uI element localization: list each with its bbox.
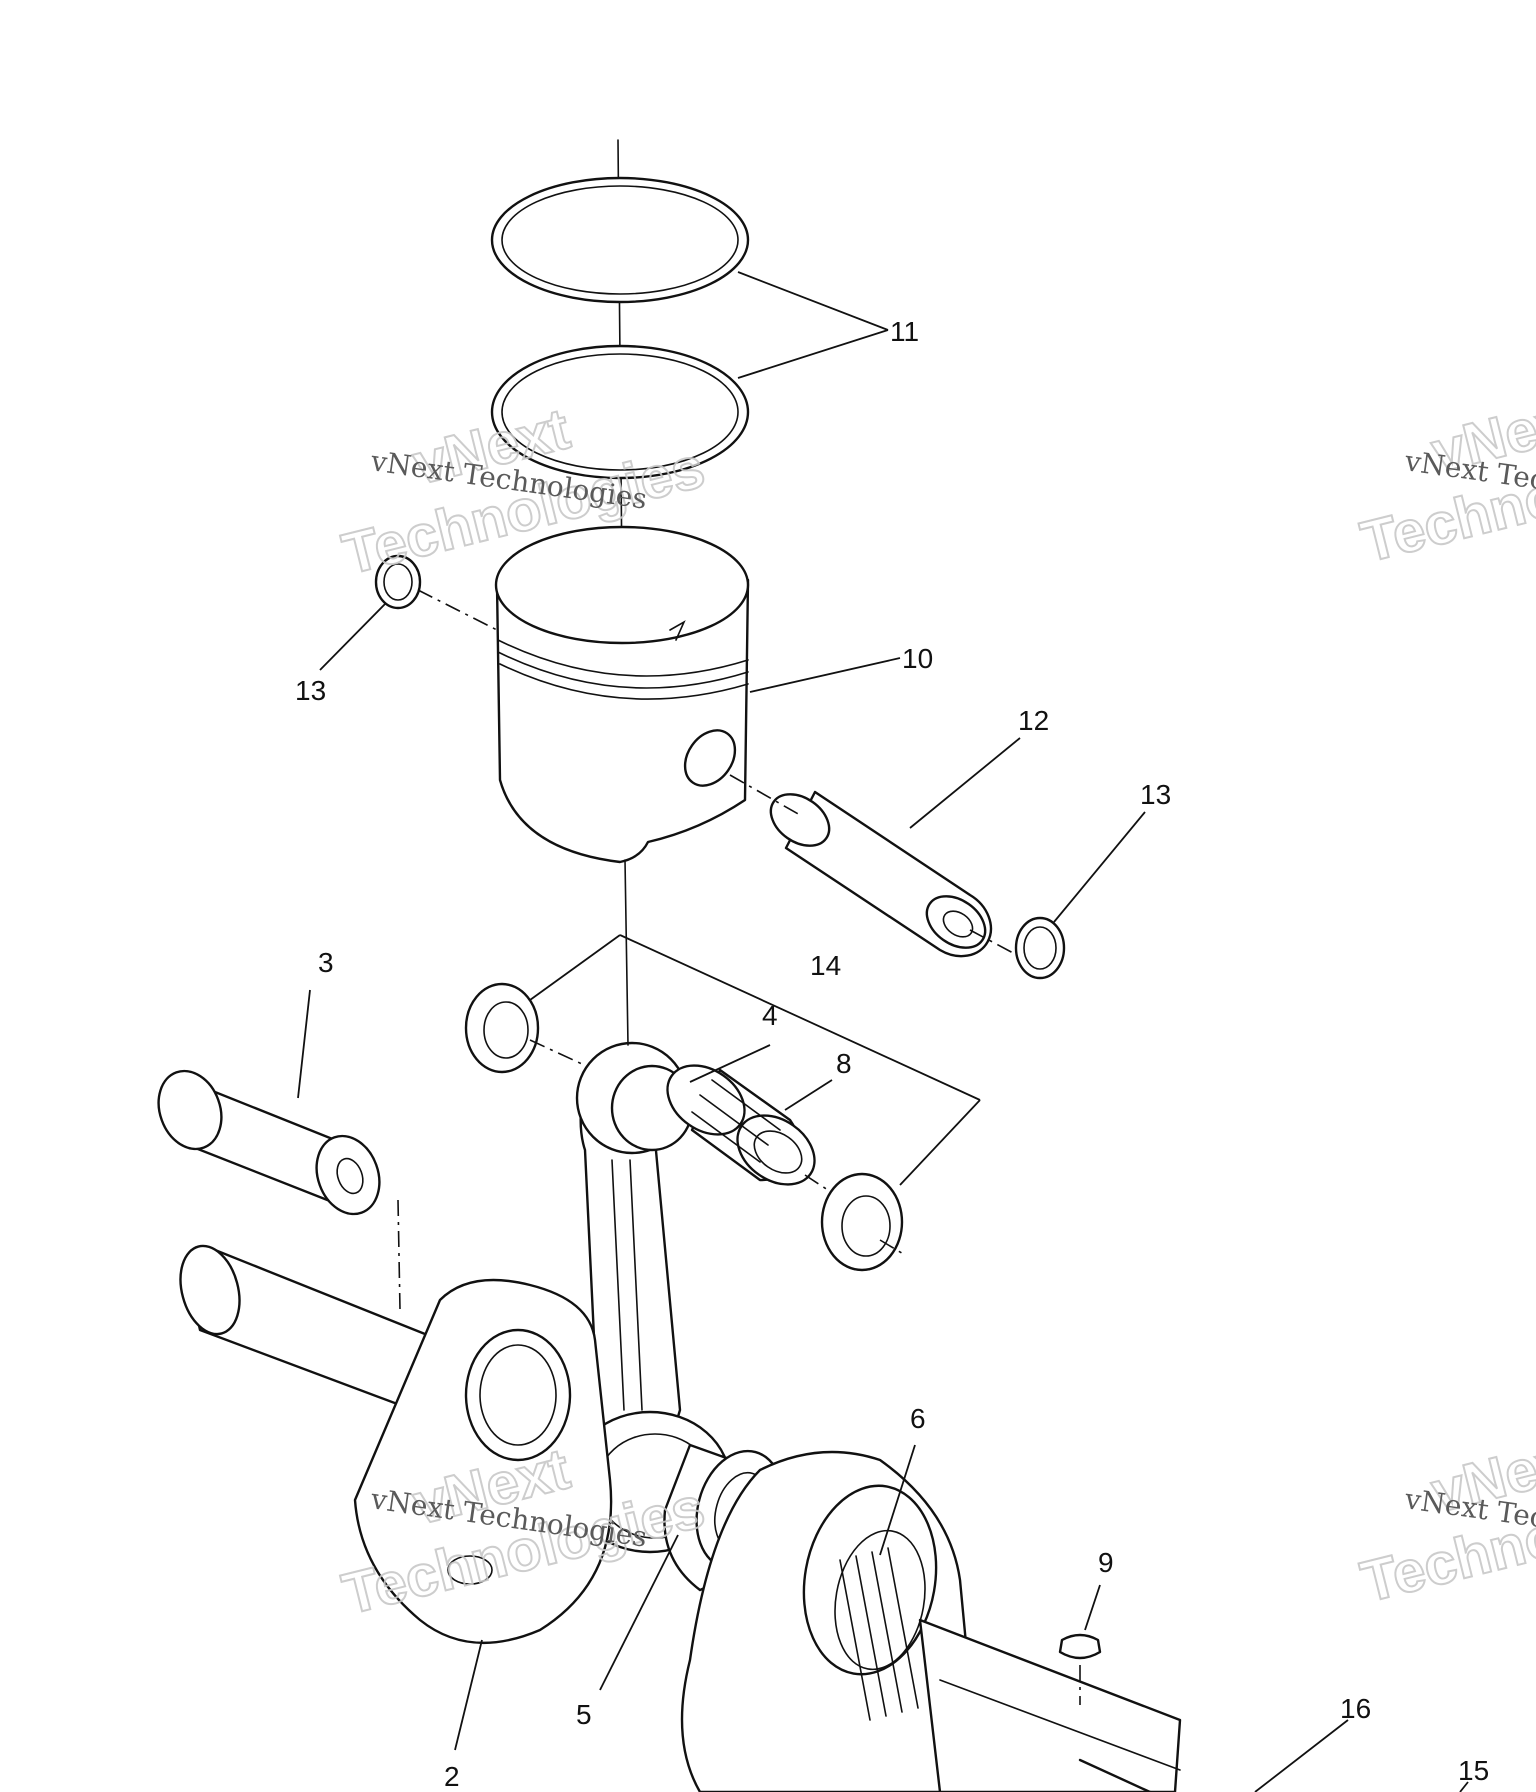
callout-9: 9 xyxy=(1098,1547,1114,1578)
crankshaft-right-half xyxy=(680,1450,1182,1792)
callout-6: 6 xyxy=(910,1403,926,1434)
callout-4: 4 xyxy=(762,1000,778,1031)
callout-16: 16 xyxy=(1340,1693,1371,1724)
piston xyxy=(494,525,750,864)
callout-14: 14 xyxy=(810,950,841,981)
callout-10: 10 xyxy=(902,643,933,674)
callout-8: 8 xyxy=(836,1048,852,1079)
piston-ring-lower xyxy=(490,344,750,480)
callout-12: 12 xyxy=(1018,705,1049,736)
piston-pin xyxy=(769,790,993,958)
crankshaft-left-half xyxy=(179,1244,613,1645)
callout-13-right: 13 xyxy=(1140,779,1171,810)
crank-pin xyxy=(157,1069,381,1216)
callout-15: 15 xyxy=(1458,1755,1489,1786)
circlip-right xyxy=(1014,916,1066,980)
needle-bearing-small-end xyxy=(666,1064,816,1186)
piston-ring-upper xyxy=(490,176,750,304)
callout-5: 5 xyxy=(576,1699,592,1730)
woodruff-key xyxy=(1058,1633,1102,1660)
callout-2: 2 xyxy=(444,1761,460,1792)
callout-3: 3 xyxy=(318,947,334,978)
leader-lines xyxy=(297,271,1469,1792)
circlip-left xyxy=(374,554,422,610)
thrust-washer-lower xyxy=(820,1172,904,1272)
thrust-washer-upper xyxy=(464,982,540,1074)
callout-13-left: 13 xyxy=(295,675,326,706)
callout-11: 11 xyxy=(890,316,919,347)
